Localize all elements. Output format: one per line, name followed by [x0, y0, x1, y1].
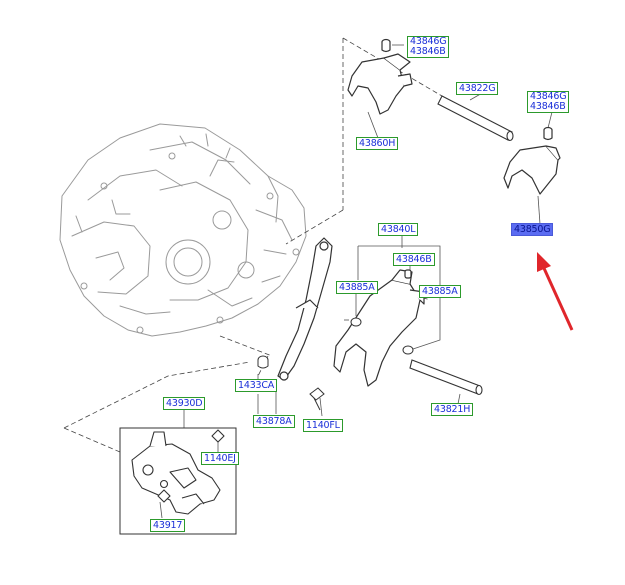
- label-43860h[interactable]: 43860H: [356, 137, 399, 150]
- label-1140fl[interactable]: 1140FL: [303, 419, 343, 432]
- label-43885a-left[interactable]: 43885A: [336, 281, 378, 294]
- label-1433ca[interactable]: 1433CA: [235, 379, 278, 392]
- bushings: [257, 317, 414, 369]
- shift-fork-43860h: [347, 38, 413, 115]
- bolt-1140fl: [309, 387, 325, 411]
- label-43917[interactable]: 43917: [150, 519, 186, 532]
- transmission-housing: [59, 123, 307, 337]
- label-text: 43846G: [410, 36, 447, 47]
- label-43885a-right[interactable]: 43885A: [419, 285, 461, 298]
- label-text: 43846G: [530, 91, 567, 102]
- shift-rod-43821h: [409, 359, 483, 396]
- label-text: 43846B: [530, 100, 566, 112]
- control-assembly-43930d: [119, 427, 237, 535]
- leader-lines: [63, 37, 501, 453]
- shift-fork-43850g: [503, 126, 561, 195]
- shift-lever: [277, 237, 333, 381]
- label-text: 43846B: [410, 45, 446, 57]
- highlight-arrow: [537, 252, 574, 331]
- label-43930d[interactable]: 43930D: [163, 397, 206, 410]
- label-1140ej[interactable]: 1140EJ: [201, 452, 239, 465]
- label-43822g[interactable]: 43822G: [456, 82, 499, 95]
- shift-rod-43822g: [437, 95, 514, 142]
- label-43821h[interactable]: 43821H: [431, 403, 474, 416]
- label-43840l[interactable]: 43840L: [378, 223, 419, 236]
- label-43850g[interactable]: 43850G: [511, 223, 554, 236]
- label-43878a[interactable]: 43878A: [253, 415, 295, 428]
- label-43846b-mid[interactable]: 43846B: [393, 253, 435, 266]
